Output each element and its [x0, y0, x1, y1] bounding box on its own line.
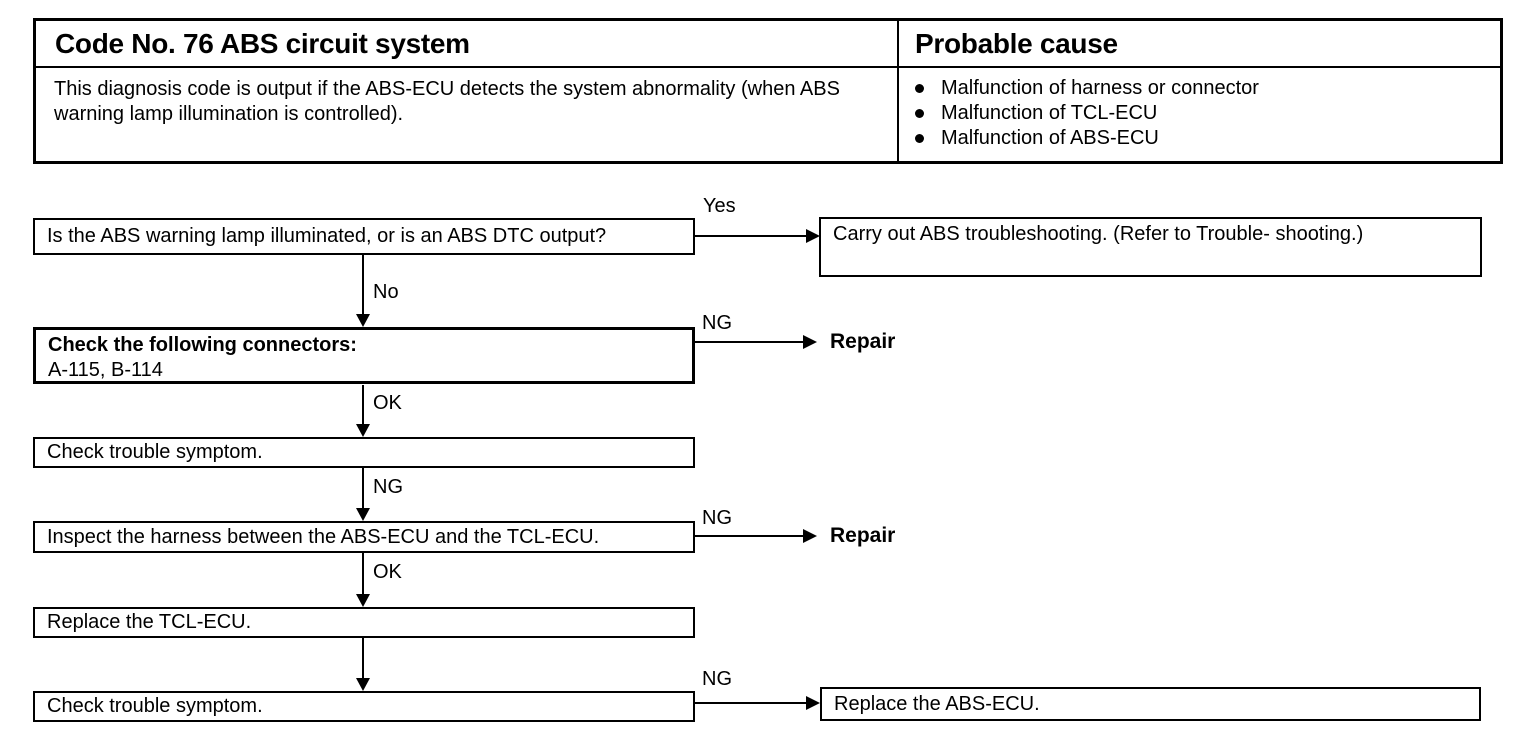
flow-box-replace-abs: Replace the ABS-ECU. — [820, 687, 1481, 721]
connector-ng-line — [695, 341, 803, 343]
label-ok: OK — [373, 392, 402, 414]
diagnosis-description: This diagnosis code is output if the ABS… — [36, 68, 899, 161]
label-ng: NG — [702, 312, 732, 334]
label-ok: OK — [373, 561, 402, 583]
arrowhead-down-icon — [356, 314, 370, 327]
connector-line — [362, 638, 364, 679]
arrowhead-right-icon — [803, 335, 817, 349]
connector-ok-line — [362, 385, 364, 425]
flow-box-text: Carry out ABS troubleshooting. (Refer to… — [833, 223, 1364, 245]
connector-ok-line — [362, 553, 364, 595]
arrowhead-right-icon — [806, 229, 820, 243]
flow-box-check-symptom-2: Check trouble symptom. — [33, 691, 695, 722]
flow-box-text-detail: A-115, B-114 — [48, 359, 163, 381]
flow-box-text-title: Check the following connectors: — [48, 334, 357, 356]
arrowhead-right-icon — [806, 696, 820, 710]
bullet-icon — [915, 109, 924, 118]
flow-box-inspect-harness: Inspect the harness between the ABS-ECU … — [33, 521, 695, 553]
flow-box-check-connectors: Check the following connectors: A-115, B… — [33, 327, 695, 384]
diagnosis-table: Code No. 76 ABS circuit system Probable … — [33, 18, 1503, 164]
flow-box-text: Replace the TCL-ECU. — [47, 611, 252, 633]
label-yes: Yes — [703, 195, 736, 217]
diagnosis-code-title: Code No. 76 ABS circuit system — [36, 21, 899, 68]
bullet-icon — [915, 134, 924, 143]
cause-text: Malfunction of ABS-ECU — [941, 127, 1159, 149]
label-no: No — [373, 281, 399, 303]
probable-cause-list: Malfunction of harness or connector Malf… — [899, 68, 1500, 161]
connector-ng-line — [362, 468, 364, 509]
cause-item: Malfunction of TCL-ECU — [915, 101, 1492, 126]
cause-text: Malfunction of harness or connector — [941, 77, 1259, 99]
label-ng: NG — [702, 668, 732, 690]
flow-box-text: Check trouble symptom. — [47, 695, 263, 717]
flow-box-text: Check trouble symptom. — [47, 441, 263, 463]
flow-box-text: Is the ABS warning lamp illuminated, or … — [47, 225, 607, 247]
connector-ng-line — [695, 702, 806, 704]
label-repair: Repair — [830, 330, 896, 353]
label-repair: Repair — [830, 524, 896, 547]
connector-ng-line — [695, 535, 803, 537]
cause-item: Malfunction of ABS-ECU — [915, 126, 1492, 151]
flow-box-warning-lamp-question: Is the ABS warning lamp illuminated, or … — [33, 218, 695, 255]
bullet-icon — [915, 84, 924, 93]
arrowhead-down-icon — [356, 594, 370, 607]
flow-box-carry-out-abs: Carry out ABS troubleshooting. (Refer to… — [819, 217, 1482, 277]
arrowhead-down-icon — [356, 424, 370, 437]
probable-cause-header: Probable cause — [899, 21, 1500, 68]
arrowhead-down-icon — [356, 678, 370, 691]
flow-box-replace-tcl: Replace the TCL-ECU. — [33, 607, 695, 638]
flow-box-text: Inspect the harness between the ABS-ECU … — [47, 525, 600, 548]
cause-item: Malfunction of harness or connector — [915, 76, 1492, 101]
arrowhead-down-icon — [356, 508, 370, 521]
cause-text: Malfunction of TCL-ECU — [941, 102, 1158, 124]
flow-box-check-symptom-1: Check trouble symptom. — [33, 437, 695, 468]
connector-no-line — [362, 255, 364, 315]
connector-yes-line — [695, 235, 806, 237]
arrowhead-right-icon — [803, 529, 817, 543]
label-ng: NG — [373, 476, 403, 498]
label-ng: NG — [702, 507, 732, 529]
flow-box-text: Replace the ABS-ECU. — [834, 692, 1040, 715]
